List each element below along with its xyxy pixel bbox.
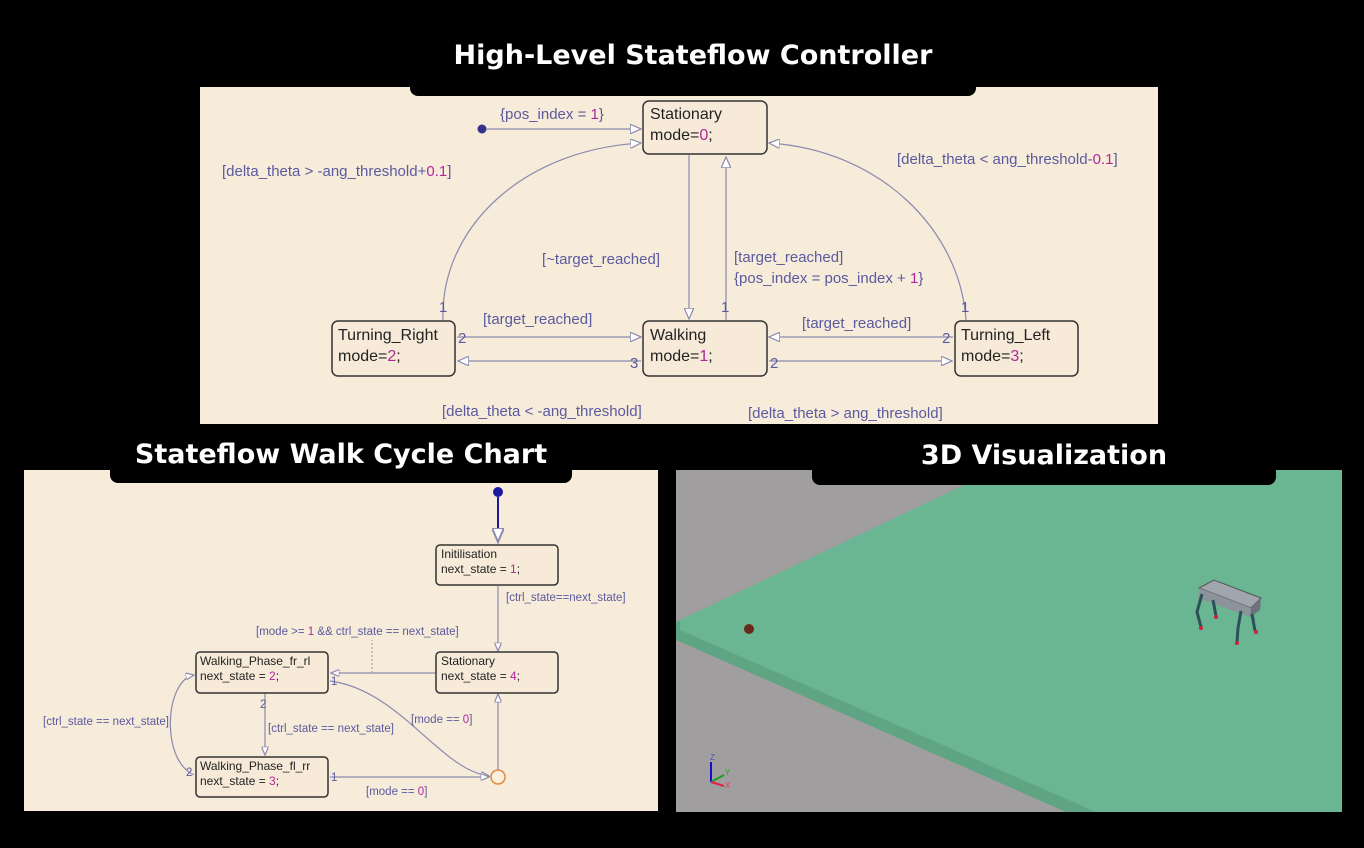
diagram-label: Stationary — [650, 106, 722, 123]
diagram-label: Turning_Right — [338, 327, 438, 344]
diagram-label: Initilisation — [441, 547, 497, 561]
diagram-label: mode=1; — [650, 348, 713, 365]
diagram-label: Z — [710, 753, 715, 762]
label-tl-to-stat: [delta_theta < ang_threshold-0.1] — [897, 151, 1118, 168]
label-walk-to-stat-action: {pos_index = pos_index + 1} — [734, 270, 923, 287]
walk-cycle-chart: Initilisation next_state = 1; Stationary… — [24, 470, 658, 811]
diagram-label: Walking_Phase_fr_rl — [200, 654, 310, 668]
diagram-label: 2 — [942, 330, 950, 347]
diagram-label: mode=2; — [338, 348, 401, 365]
label-tr-to-walk: [target_reached] — [483, 311, 592, 328]
label-walk-to-stat: [target_reached] — [734, 249, 843, 266]
label-stat-to-walk: [~target_reached] — [542, 251, 660, 268]
diagram-label: 1 — [721, 299, 729, 316]
state-walking[interactable]: Walking mode=1; — [642, 320, 768, 377]
transition-turning-right-to-stationary[interactable] — [442, 143, 641, 321]
diagram-label: 1 — [961, 299, 969, 316]
diagram-label: 2 — [770, 355, 778, 372]
state-stationary[interactable]: Stationary next_state = 4; — [435, 651, 559, 694]
diagram-label: Turning_Left — [961, 327, 1051, 344]
high-level-controller-chart: Stationary mode=0; Turning_Right mode=2;… — [200, 87, 1158, 424]
label-tl-to-walk: [target_reached] — [802, 315, 911, 332]
default-transition-dot — [477, 124, 487, 134]
diagram-label: 1 — [439, 299, 447, 316]
diagram-label: Stationary — [441, 654, 495, 668]
3d-visualization-view[interactable]: Z Y X — [676, 470, 1342, 812]
diagram-label: [ctrl_state == next_state] — [268, 723, 394, 735]
junction[interactable] — [490, 769, 506, 785]
state-turning-right[interactable]: Turning_Right mode=2; — [331, 320, 456, 377]
diagram-label: next_state = 4; — [441, 669, 520, 683]
diagram-label: 1 — [331, 676, 337, 688]
diagram-label: mode=0; — [650, 127, 713, 144]
diagram-label: 1 — [331, 772, 337, 784]
diagram-label: next_state = 2; — [200, 669, 279, 683]
diagram-label: Y — [725, 768, 731, 777]
label-walk-to-tl: [delta_theta > ang_threshold] — [748, 405, 943, 422]
diagram-label: mode=3; — [961, 348, 1024, 365]
diagram-label: next_state = 3; — [200, 774, 279, 788]
diagram-label: Walking — [650, 327, 706, 344]
title-walk-cycle-chart: Stateflow Walk Cycle Chart — [110, 425, 572, 483]
ground-plane — [680, 470, 1342, 812]
diagram-label: Walking_Phase_fl_rr — [200, 759, 310, 773]
walk-cycle-diagram: Initilisation next_state = 1; Stationary… — [43, 487, 626, 798]
axes-triad: Z Y X — [710, 753, 731, 790]
diagram-label: 2 — [260, 699, 266, 711]
label-default: {pos_index = 1} — [500, 106, 604, 123]
diagram-label: [ctrl_state == next_state] — [43, 716, 169, 728]
label-walk-to-tr: [delta_theta < -ang_threshold] — [442, 403, 642, 420]
quadruped-robot — [1195, 579, 1262, 645]
diagram-label: [mode >= 1 && ctrl_state == next_state] — [256, 626, 459, 638]
transition-fr-rl-to-junction[interactable] — [329, 680, 489, 776]
diagram-label: next_state = 1; — [441, 562, 520, 576]
state-stationary[interactable]: Stationary mode=0; — [642, 100, 768, 155]
label-tr-to-stat: [delta_theta > -ang_threshold+0.1] — [222, 163, 451, 180]
title-3d-visualization: 3D Visualization — [812, 425, 1276, 485]
default-transition-dot — [493, 487, 503, 497]
transition-fl-rr-to-fr-rl[interactable] — [169, 675, 194, 776]
diagram-label: X — [725, 781, 731, 790]
transition-turning-left-to-stationary[interactable] — [769, 143, 967, 321]
3d-scene: Z Y X — [676, 470, 1342, 812]
diagram-label: 2 — [186, 767, 192, 779]
diagram-label: 3 — [630, 355, 638, 372]
diagram-label: [mode == 0] — [411, 714, 472, 726]
diagram-label: [mode == 0] — [366, 786, 427, 798]
target-marker — [744, 624, 754, 634]
diagram-label: [ctrl_state==next_state] — [506, 592, 626, 604]
state-walking-phase-fl-rr[interactable]: Walking_Phase_fl_rr next_state = 3; — [195, 756, 329, 798]
state-turning-left[interactable]: Turning_Left mode=3; — [954, 320, 1079, 377]
state-initilisation[interactable]: Initilisation next_state = 1; — [435, 544, 559, 586]
state-walking-phase-fr-rl[interactable]: Walking_Phase_fr_rl next_state = 2; — [195, 651, 329, 694]
diagram-label: 2 — [458, 330, 466, 347]
controller-diagram: Stationary mode=0; Turning_Right mode=2;… — [222, 100, 1118, 422]
title-high-level-controller: High-Level Stateflow Controller — [410, 14, 976, 96]
